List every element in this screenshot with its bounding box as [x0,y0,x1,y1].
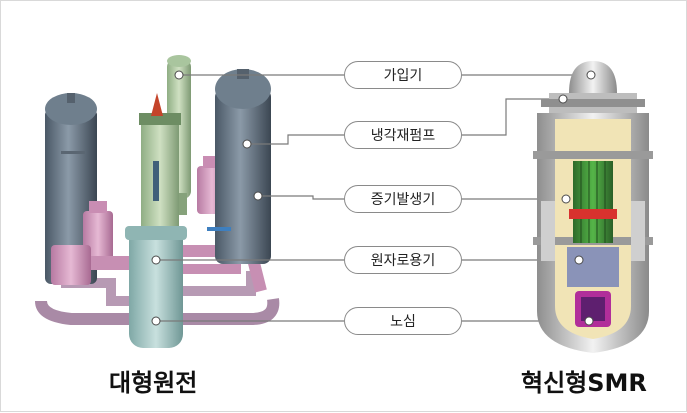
marker-dots [151,70,596,326]
caption-large-reactor: 대형원전 [109,369,198,397]
label-coolant-pump: 냉각재펌프 [344,121,462,149]
caption-smr: 혁신형SMR [521,369,647,397]
label-steam-generator: 증기발생기 [344,185,462,213]
smr-art [533,61,653,353]
large-reactor-art [35,55,280,348]
label-pressurizer: 가입기 [344,61,462,89]
label-core: 노심 [344,307,462,335]
label-reactor-vessel: 원자로용기 [344,246,462,274]
